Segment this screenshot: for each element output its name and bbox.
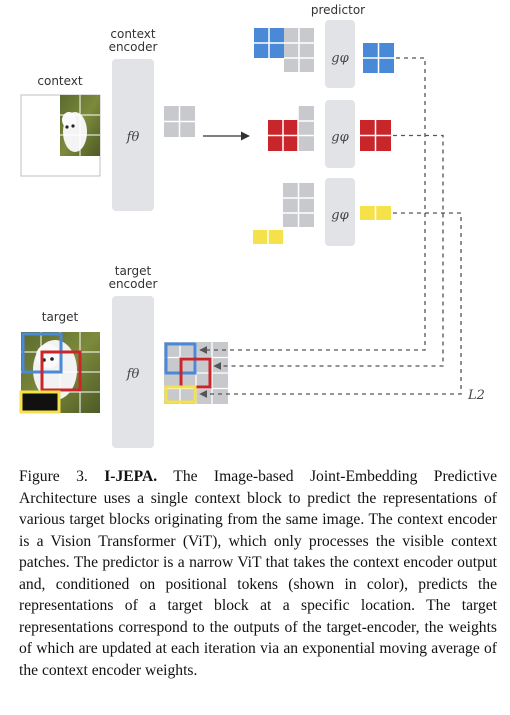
loss-connections <box>199 57 462 398</box>
predictor-block-2: gφ <box>325 100 355 168</box>
figure-caption: Figure 3. I-JEPA. The Image-based Joint-… <box>19 466 497 681</box>
caption-title: I-JEPA. <box>104 468 158 485</box>
caption-figure-label: Figure 3. <box>19 468 88 485</box>
caption-body: The Image-based Joint-Embedding Predicti… <box>19 468 497 679</box>
target-encoder-block: fθ <box>112 296 154 448</box>
ijepa-diagram: predictor context encoder context target… <box>19 3 485 448</box>
prediction-red <box>360 120 391 151</box>
context-embedding-grid <box>164 106 195 137</box>
predictor-block-1: gφ <box>325 20 355 88</box>
predictor-input-yellow <box>253 183 314 244</box>
predictor-input-red <box>268 106 314 151</box>
context-encoder-block: fθ <box>112 59 154 211</box>
svg-text:fθ: fθ <box>126 367 140 382</box>
predictor-input-blue <box>254 28 314 72</box>
target-embedding-grid <box>164 342 228 404</box>
svg-text:gφ: gφ <box>331 51 349 66</box>
predictor-block-3: gφ <box>325 178 355 246</box>
svg-text:fθ: fθ <box>126 130 140 145</box>
prediction-blue <box>363 43 394 73</box>
target-encoder-label-line1: target <box>115 264 152 278</box>
predictor-label: predictor <box>311 3 365 17</box>
target-encoder-label-line2: encoder <box>109 277 158 291</box>
prediction-yellow <box>360 206 391 220</box>
context-image <box>20 94 101 177</box>
context-encoder-label-line1: context <box>110 27 156 41</box>
svg-text:gφ: gφ <box>331 130 349 145</box>
context-encoder-label-line2: encoder <box>109 40 158 54</box>
target-image <box>19 332 100 414</box>
l2-loss-label: L2 <box>467 388 485 403</box>
svg-text:gφ: gφ <box>331 208 349 223</box>
svg-text:L2: L2 <box>467 388 485 403</box>
context-label: context <box>37 74 83 88</box>
target-label: target <box>42 310 79 324</box>
